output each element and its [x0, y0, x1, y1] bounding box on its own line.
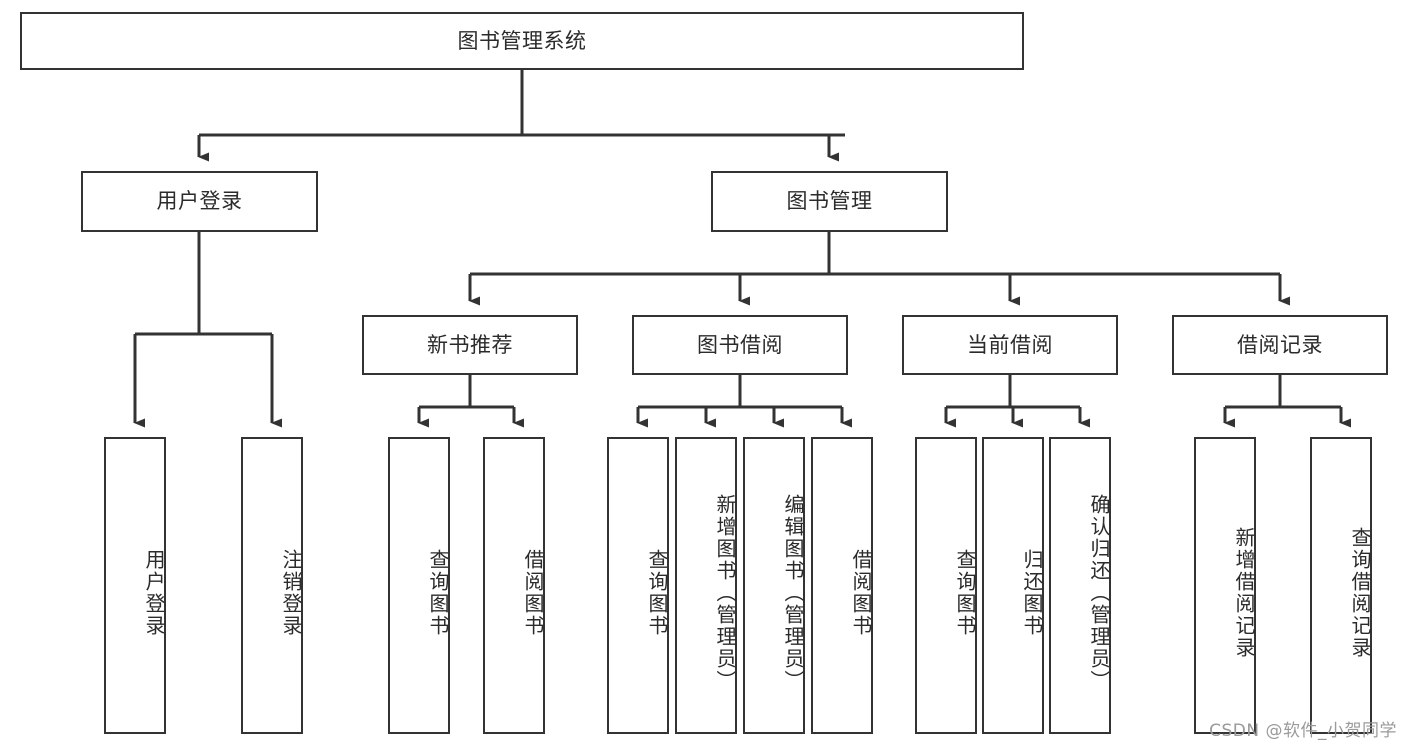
node-leaf-logout-label: 注销登录: [279, 548, 303, 637]
node-leaf-query-borrow-record-label: 查询借阅记录: [1348, 526, 1372, 659]
node-leaf-query-book-recommend[interactable]: 查询图书: [388, 437, 450, 734]
node-book-management-label: 图书管理: [786, 189, 873, 214]
node-leaf-add-borrow-record-label: 新增借阅记录: [1232, 526, 1256, 659]
node-leaf-return-book-label: 归还图书: [1020, 548, 1044, 637]
node-leaf-add-book-admin-label: 新增图书（管理员）: [713, 493, 737, 692]
node-user-login[interactable]: 用户登录: [81, 171, 318, 232]
node-new-book-recommend-label: 新书推荐: [427, 332, 513, 357]
node-leaf-logout[interactable]: 注销登录: [241, 437, 303, 734]
node-leaf-edit-book-admin-label: 编辑图书（管理员）: [781, 493, 805, 692]
node-current-borrow-label: 当前借阅: [967, 332, 1053, 357]
node-book-management[interactable]: 图书管理: [711, 171, 948, 232]
node-leaf-confirm-return-admin-label: 确认归还（管理员）: [1087, 493, 1111, 692]
node-leaf-confirm-return-admin[interactable]: 确认归还（管理员）: [1049, 437, 1111, 734]
node-root[interactable]: 图书管理系统: [20, 12, 1024, 70]
node-book-borrow-label: 图书借阅: [697, 332, 783, 357]
node-leaf-borrow-book[interactable]: 借阅图书: [811, 437, 873, 734]
node-root-label: 图书管理系统: [457, 28, 587, 53]
node-leaf-borrow-book-recommend-label: 借阅图书: [521, 548, 545, 637]
node-leaf-add-book-admin[interactable]: 新增图书（管理员）: [675, 437, 737, 734]
node-user-login-label: 用户登录: [156, 189, 243, 214]
node-leaf-add-borrow-record[interactable]: 新增借阅记录: [1194, 437, 1256, 734]
node-leaf-query-book-current-label: 查询图书: [953, 548, 977, 637]
node-book-borrow[interactable]: 图书借阅: [632, 315, 848, 375]
node-leaf-query-book-borrow[interactable]: 查询图书: [607, 437, 669, 734]
node-leaf-query-borrow-record[interactable]: 查询借阅记录: [1310, 437, 1372, 734]
node-leaf-query-book-borrow-label: 查询图书: [645, 548, 669, 637]
node-leaf-return-book[interactable]: 归还图书: [982, 437, 1044, 734]
node-borrow-records[interactable]: 借阅记录: [1172, 315, 1388, 375]
node-leaf-borrow-book-recommend[interactable]: 借阅图书: [483, 437, 545, 734]
node-current-borrow[interactable]: 当前借阅: [902, 315, 1118, 375]
node-leaf-edit-book-admin[interactable]: 编辑图书（管理员）: [743, 437, 805, 734]
node-leaf-user-login-label: 用户登录: [142, 548, 166, 637]
node-borrow-records-label: 借阅记录: [1237, 332, 1323, 357]
node-leaf-borrow-book-label: 借阅图书: [849, 548, 873, 637]
node-new-book-recommend[interactable]: 新书推荐: [362, 315, 578, 375]
node-leaf-query-book-recommend-label: 查询图书: [426, 548, 450, 637]
node-leaf-query-book-current[interactable]: 查询图书: [915, 437, 977, 734]
node-leaf-user-login[interactable]: 用户登录: [104, 437, 166, 734]
